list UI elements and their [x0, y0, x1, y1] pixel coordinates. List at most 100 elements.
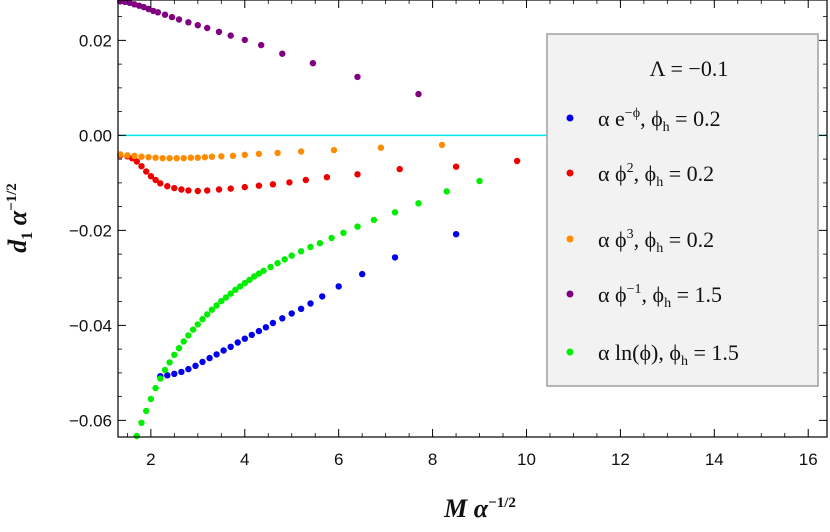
data-point-series-2: [138, 153, 145, 160]
data-point-series-0: [171, 370, 178, 377]
data-point-series-1: [513, 157, 521, 165]
data-point-series-0: [213, 351, 220, 358]
legend-marker: [566, 235, 574, 243]
data-point-series-0: [262, 324, 270, 331]
x-tick-label: 16: [799, 450, 818, 469]
legend-marker: [566, 114, 574, 122]
data-point-series-2: [330, 146, 338, 154]
legend-label: α e−ϕ, ϕh = 0.2: [598, 106, 721, 135]
data-point-series-1: [164, 183, 171, 190]
legend-marker: [566, 290, 574, 298]
y-tick-label: 0.00: [79, 126, 112, 145]
data-point-series-1: [147, 173, 155, 180]
data-point-series-3: [168, 13, 176, 21]
data-point-series-2: [173, 155, 180, 162]
data-point-series-1: [286, 179, 293, 186]
data-point-series-1: [215, 186, 223, 193]
data-point-series-1: [354, 171, 361, 178]
data-point-series-4: [236, 283, 244, 290]
data-point-series-3: [415, 90, 422, 98]
data-point-series-2: [152, 154, 159, 161]
data-point-series-0: [248, 331, 255, 339]
data-point-series-1: [302, 176, 309, 184]
data-point-series-4: [204, 311, 211, 318]
data-point-series-1: [157, 180, 164, 187]
data-point-series-3: [279, 50, 286, 57]
data-point-series-3: [154, 9, 162, 16]
data-point-series-4: [232, 286, 239, 293]
data-point-series-4: [194, 321, 201, 328]
data-point-series-1: [171, 184, 178, 192]
data-point-series-4: [274, 259, 281, 267]
plot-frame: [117, 0, 828, 438]
data-point-series-1: [204, 187, 211, 194]
data-point-series-0: [307, 300, 314, 307]
legend-label: α ln(ϕ), ϕh = 1.5: [598, 340, 739, 369]
data-point-series-3: [204, 24, 211, 32]
data-point-series-1: [194, 187, 201, 195]
data-point-series-2: [166, 155, 173, 162]
data-point-series-1: [138, 163, 145, 170]
y-tick-label: −0.02: [69, 221, 112, 240]
data-point-series-4: [260, 267, 267, 274]
data-point-series-3: [241, 36, 248, 44]
legend-entry-phi-squared: α ϕ2, ϕh = 0.2: [566, 161, 714, 190]
legend-entry-exp: α e−ϕ, ϕh = 0.2: [566, 106, 721, 135]
data-point-series-4: [157, 375, 164, 382]
data-point-series-0: [288, 310, 295, 317]
data-point-series-0: [178, 368, 185, 376]
data-point-series-4: [138, 419, 145, 426]
data-point-series-0: [185, 365, 192, 373]
data-point-series-4: [281, 256, 288, 263]
data-point-series-1: [185, 187, 192, 194]
data-point-series-4: [147, 395, 155, 403]
data-point-series-4: [370, 216, 378, 224]
data-point-series-4: [133, 432, 140, 440]
data-point-series-4: [267, 263, 274, 271]
data-point-series-4: [161, 366, 169, 374]
data-point-series-4: [199, 316, 206, 323]
data-point-series-0: [319, 293, 326, 300]
data-point-series-3: [185, 19, 192, 26]
data-point-series-2: [117, 151, 124, 158]
data-point-series-1: [133, 158, 140, 165]
legend-entry-phi-cubed: α ϕ3, ϕh = 0.2: [566, 227, 714, 256]
data-point-series-3: [354, 73, 361, 81]
data-point-series-4: [354, 223, 361, 230]
data-point-series-1: [178, 186, 185, 193]
data-point-series-0: [335, 283, 342, 290]
data-point-series-0: [227, 343, 234, 350]
data-point-series-0: [192, 362, 199, 369]
data-point-series-4: [166, 359, 173, 366]
data-point-series-1: [227, 185, 234, 192]
data-point-series-0: [279, 315, 286, 322]
legend-box: [546, 33, 819, 387]
x-tick-label: 6: [334, 450, 343, 469]
data-point-series-4: [391, 209, 399, 216]
data-point-series-2: [274, 149, 281, 157]
y-axis-title: d1 α−1/2: [3, 183, 36, 253]
data-point-series-4: [255, 270, 263, 277]
data-point-series-2: [180, 155, 187, 162]
data-point-series-2: [194, 154, 201, 161]
legend-entry-phi-inverse: α ϕ−1, ϕh = 1.5: [566, 282, 722, 311]
legend-title: Λ = −0.1: [650, 56, 729, 81]
x-tick-label: 12: [611, 450, 630, 469]
data-point-series-2: [145, 154, 152, 161]
data-point-series-0: [199, 358, 206, 366]
data-point-series-0: [255, 327, 263, 335]
data-point-series-2: [229, 152, 237, 159]
data-point-series-4: [307, 243, 314, 251]
data-point-series-4: [218, 297, 225, 305]
data-point-series-0: [359, 270, 366, 278]
data-points-layer: [117, 0, 521, 440]
data-point-series-3: [227, 32, 234, 39]
data-point-series-0: [220, 347, 227, 354]
data-point-series-3: [161, 11, 169, 18]
legend-label: α ϕ3, ϕh = 0.2: [598, 227, 714, 256]
data-point-series-2: [241, 151, 248, 158]
y-tick-label: −0.04: [69, 316, 112, 335]
x-tick-label: 4: [240, 450, 249, 469]
legend-marker: [566, 348, 574, 356]
